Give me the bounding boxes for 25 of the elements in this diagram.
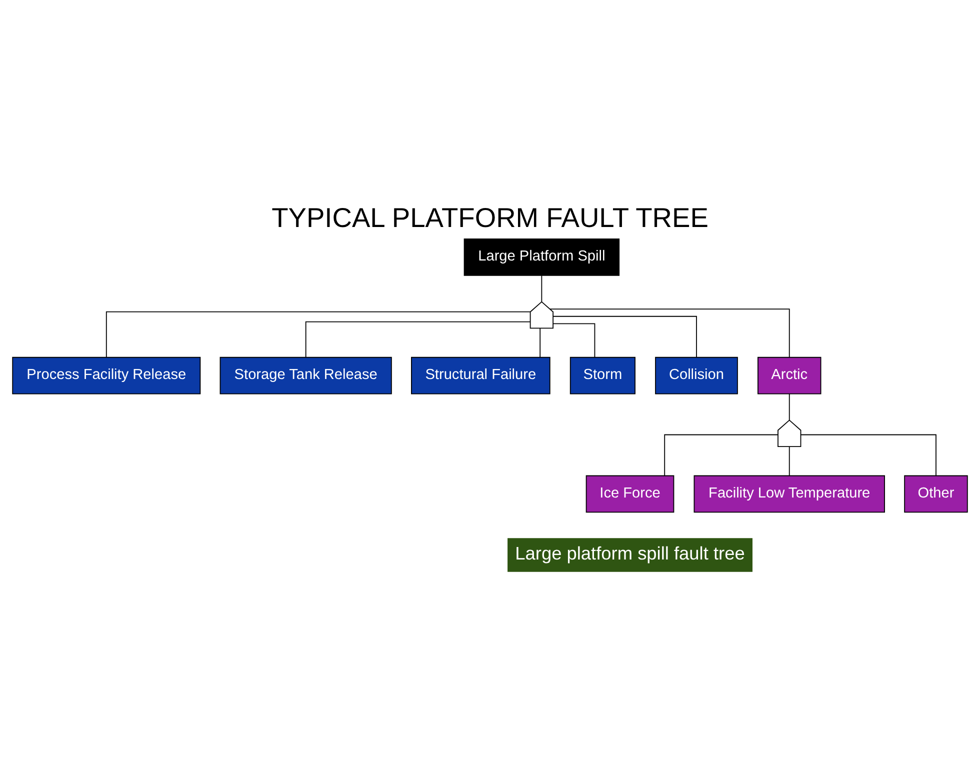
- connector: [800, 434, 936, 476]
- node-box: Collision: [655, 356, 738, 394]
- node-box: Facility Low Temperature: [694, 474, 885, 512]
- connector: [305, 320, 530, 358]
- node-box: Arctic: [758, 356, 822, 394]
- connector: [552, 322, 596, 358]
- node-box: Large Platform Spill: [464, 238, 620, 276]
- connector: [788, 393, 790, 420]
- connector: [540, 327, 541, 358]
- connector: [664, 434, 778, 476]
- node-box: Storm: [570, 356, 636, 394]
- node-box: Other: [904, 474, 968, 512]
- connector: [541, 274, 542, 302]
- node-box: Storage Tank Release: [220, 356, 392, 394]
- diagram-title: TYPICAL PLATFORM FAULT TREE: [272, 202, 708, 233]
- connector: [552, 315, 697, 358]
- node-gate: [778, 419, 802, 446]
- connector: [788, 446, 790, 476]
- node-box: Structural Failure: [411, 356, 550, 394]
- caption: Large platform spill fault tree: [515, 543, 745, 564]
- node-box: Process Facility Release: [12, 356, 201, 394]
- connector: [549, 308, 790, 358]
- connector: [106, 310, 530, 358]
- node-box: Ice Force: [586, 474, 674, 512]
- node-gate: [530, 300, 554, 328]
